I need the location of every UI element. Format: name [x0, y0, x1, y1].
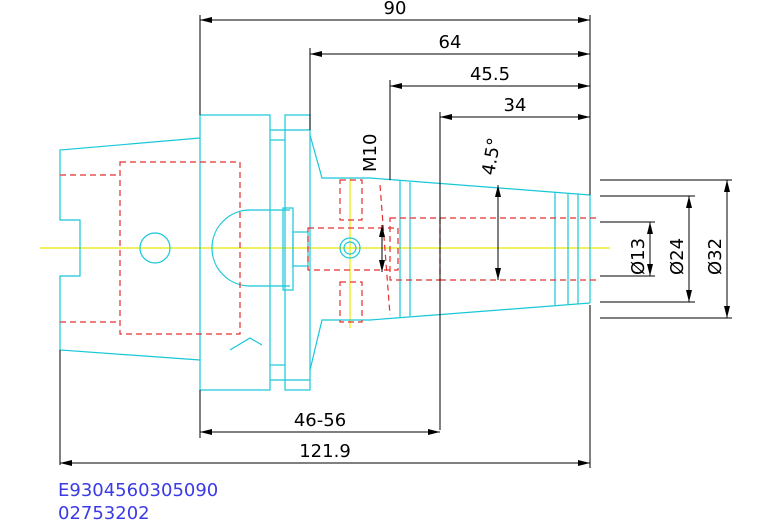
dim-121-9-label: 121.9	[299, 441, 351, 462]
dim-46-56-label: 46-56	[294, 410, 346, 431]
dim-64-label: 64	[439, 32, 462, 53]
angle-label: 4.5°	[478, 136, 505, 177]
part-code-line1: E9304560305090	[58, 480, 218, 501]
arrowheads	[60, 17, 730, 466]
dim-45-5-label: 45.5	[470, 64, 510, 85]
hidden-lines	[60, 161, 600, 335]
dimension-lines	[59, 15, 732, 468]
thread-m10-label: M10	[360, 134, 381, 172]
part-code-line2: 02753202	[58, 503, 150, 523]
dia-32-label: Ø32	[705, 238, 726, 275]
dia-13-label: Ø13	[628, 238, 649, 275]
dim-34-label: 34	[504, 95, 527, 116]
dim-90-label: 90	[384, 0, 407, 19]
tool-holder-outline	[59, 114, 591, 391]
dia-24-label: Ø24	[667, 238, 688, 275]
